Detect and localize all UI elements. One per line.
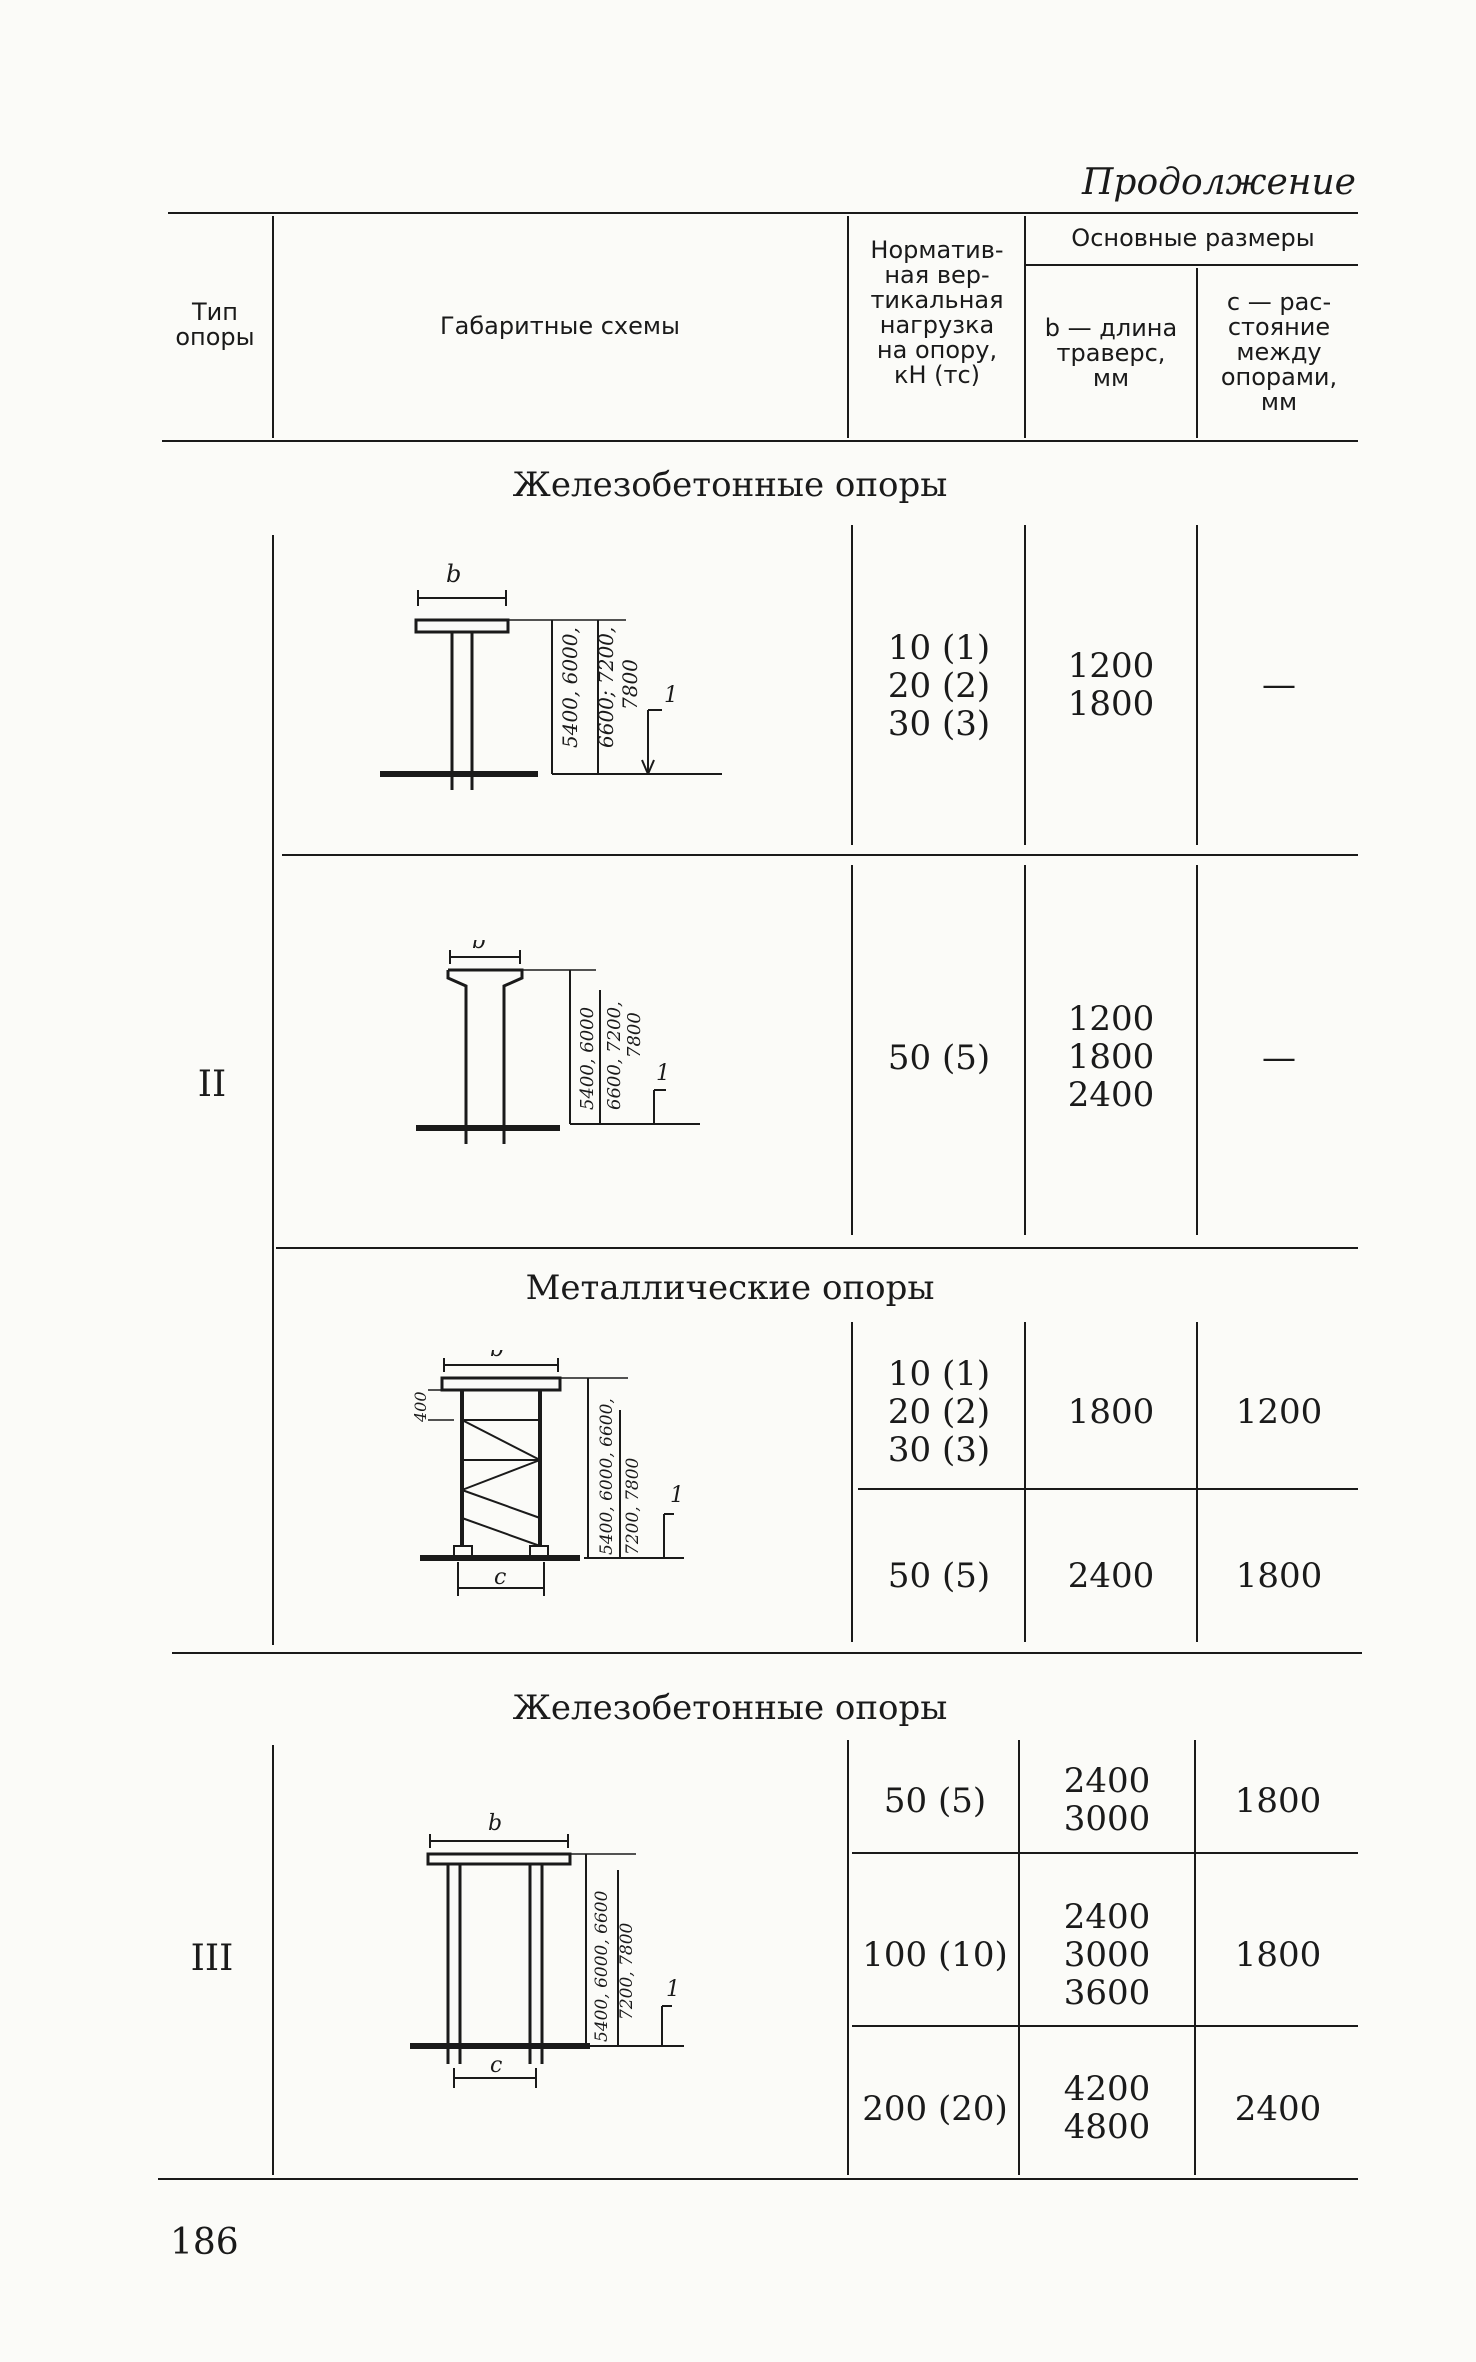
row6-b: 2400 3000 3600 [1063,1897,1151,2013]
page-number: 186 [170,2222,239,2263]
type3-col-line-c [1194,1740,1196,2175]
d1-dims-3: 7800 [618,659,642,710]
d3-b-label: b [490,1350,504,1362]
type3-col-line-a [847,1740,849,2175]
header-bottom-rule [162,440,1358,442]
type2-bottom-rule [172,1652,1362,1654]
row4-c: 1800 [1235,1556,1323,1596]
header-main-sizes: Основные размеры [1071,224,1315,252]
d3-dims-2: 7200, 7800 [623,1457,643,1555]
scheme-rc-portal: b 5400, 6000, 6600 7200, 7800 1 c [410,1811,684,2088]
row1-bottom-rule [282,854,1358,856]
type3-mid-rule-1 [852,1852,1358,1854]
header-col-line-1 [272,216,274,438]
type2-left-line [272,535,274,1645]
d2-dims-2: 6600, 7200, [604,1001,625,1110]
d4-mark: 1 [666,1977,680,2002]
header-type: Тип опоры [175,298,255,351]
row1-b: 1200 1800 [1067,646,1155,724]
row3-b: 1800 [1067,1392,1155,1432]
d4-b-label: b [488,1811,502,1836]
continuation-label: Продолжение [1082,162,1356,203]
row5-load: 50 (5) [883,1781,987,1821]
d1-dims-2: 6600; 7200, [594,627,618,748]
d4-dims-1: 5400, 6000, 6600 [592,1890,612,2042]
row1-col-line-a [851,525,853,845]
scheme-rc-single-pole-flared: b 5400, 6000 6600, 7200, 7800 1 [416,940,700,1144]
d1-dims-1: 5400, 6000, [558,627,582,748]
type-label-ii: II [197,1064,227,1105]
row1-col-line-b [1024,525,1026,845]
type3-mid-rule-2 [852,2025,1358,2027]
section-title-reinforced-concrete-1: Железобетонные опоры [512,465,948,505]
d1-b-label: b [446,560,461,588]
type3-col-line-b [1018,1740,1020,2175]
row2-c: — [1262,1038,1296,1078]
header-col-line-3 [1024,216,1026,438]
metal-col-line-b [1024,1322,1026,1642]
row4-b: 2400 [1067,1556,1155,1596]
row1-col-line-c [1196,525,1198,845]
row7-c: 2400 [1234,2089,1322,2129]
d2-dims-3: 7800 [624,1012,645,1058]
row2-col-line-c [1196,865,1198,1235]
header-b-length: b — длина траверс, мм [1044,314,1178,392]
header-load: Норматив- ная вер- тикальная нагрузка на… [870,236,1004,389]
d3-side-dim: 400 [411,1391,430,1423]
section-title-metal: Металлические опоры [525,1268,935,1308]
row5-b: 2400 3000 [1063,1761,1151,1839]
d3-c-label: c [494,1565,506,1590]
row7-b: 4200 4800 [1063,2069,1151,2147]
d2-dims-1: 5400, 6000 [577,1007,598,1110]
row2-col-line-a [851,865,853,1235]
header-col-line-2 [847,216,849,438]
row3-c: 1200 [1235,1392,1323,1432]
header-top-rule [168,212,1358,214]
row2-b: 1200 1800 2400 [1067,999,1155,1115]
row2-bottom-rule [276,1247,1358,1249]
header-schemes: Габаритные схемы [440,312,680,340]
row6-c: 1800 [1234,1935,1322,1975]
d2-mark: 1 [656,1061,670,1086]
row2-col-line-b [1024,865,1026,1235]
metal-mid-rule [858,1488,1358,1490]
row7-load: 200 (20) [862,2089,1008,2129]
d4-c-label: c [490,2053,502,2078]
section-title-reinforced-concrete-2: Железобетонные опоры [512,1688,948,1728]
scheme-rc-single-pole: b 5400, 6000, 6600; 7200, 7800 1 [380,560,722,790]
header-col-line-4 [1196,268,1198,438]
d2-b-label: b [472,940,486,954]
row3-load: 10 (1) 20 (2) 30 (3) [887,1354,991,1470]
type3-left-line [272,1745,274,2175]
row1-c: — [1262,665,1296,705]
main-sizes-rule [1024,264,1358,266]
metal-col-line-a [851,1322,853,1642]
table-bottom-rule [158,2178,1358,2180]
d4-dims-2: 7200, 7800 [617,1922,637,2020]
row5-c: 1800 [1234,1781,1322,1821]
type-label-iii: III [190,1938,234,1979]
scheme-metal-lattice-pole: b 400 5400, 6000, 6600, 7200, 7800 1 c [411,1350,684,1596]
row4-load: 50 (5) [887,1556,991,1596]
d1-mark: 1 [664,683,678,708]
metal-col-line-c [1196,1322,1198,1642]
row6-load: 100 (10) [862,1935,1008,1975]
row2-load: 50 (5) [887,1038,991,1078]
header-c-distance: с — рас- стояние между опорами, мм [1220,288,1338,416]
row1-load: 10 (1) 20 (2) 30 (3) [887,628,991,744]
d3-dims-1: 5400, 6000, 6600, [597,1398,617,1555]
d3-mark: 1 [670,1483,684,1508]
